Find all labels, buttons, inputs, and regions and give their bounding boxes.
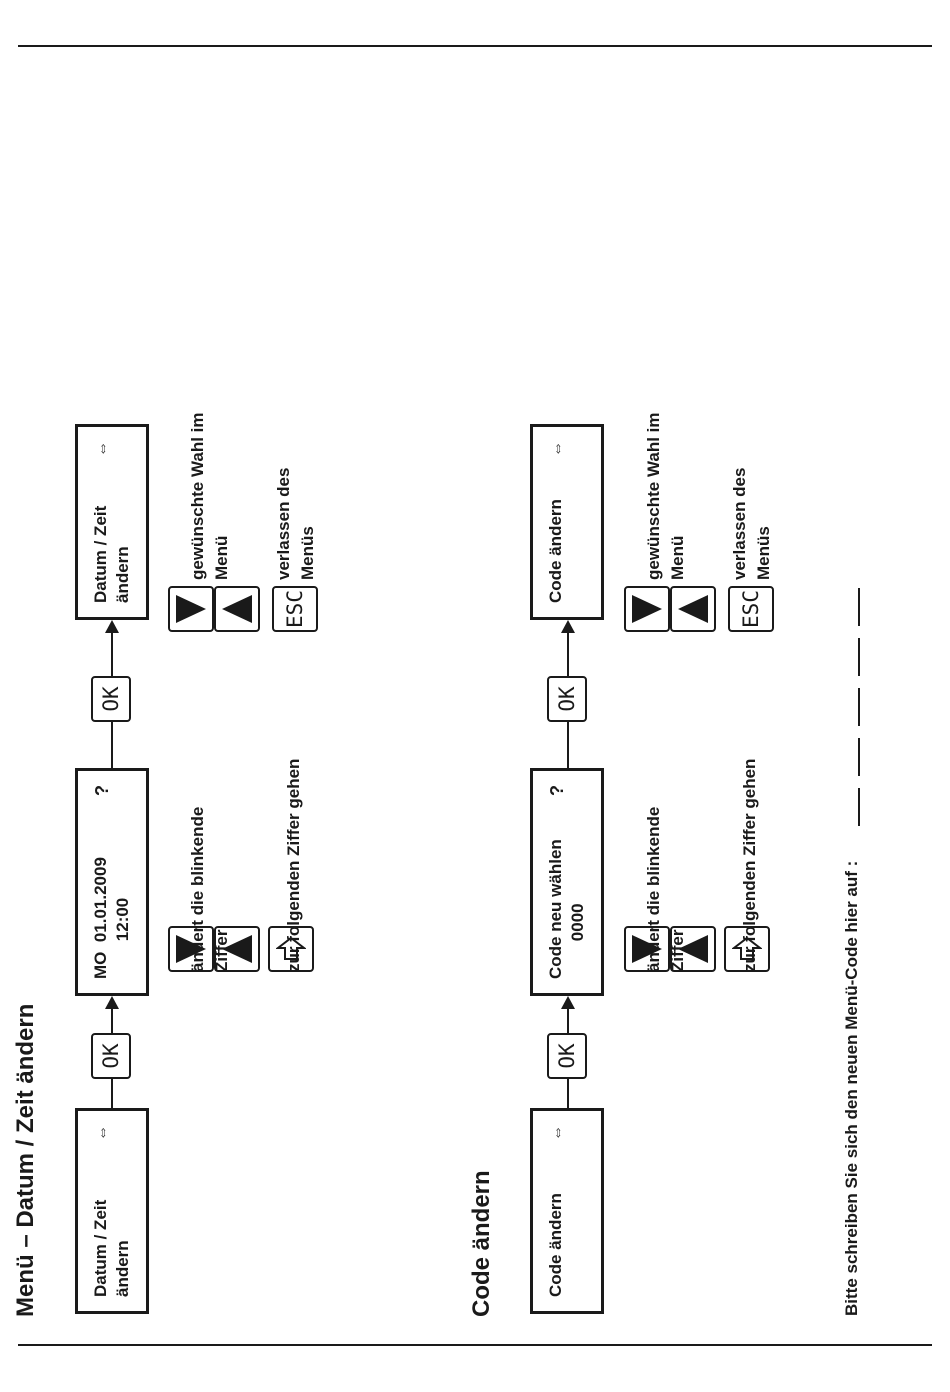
arrow-up-key[interactable] xyxy=(214,926,260,972)
triangle-up-icon xyxy=(678,935,708,963)
code-blank xyxy=(858,588,860,626)
triangle-up-icon xyxy=(222,595,252,623)
shift-key[interactable] xyxy=(724,926,770,972)
bottom-rule xyxy=(18,1344,932,1346)
lcd-display-datum-zeit-start: Datum / Zeit ändern ⇔ xyxy=(75,1108,149,1314)
outline-arrow-right-icon xyxy=(276,936,306,960)
lcd-line-2: 0000 xyxy=(568,903,587,979)
section-heading-datum-zeit: Menü – Datum / Zeit ändern xyxy=(12,1003,39,1317)
code-blank xyxy=(858,688,860,726)
ok-button[interactable]: OK xyxy=(91,676,131,722)
note-next-digit: zur folgenden Ziffer gehen xyxy=(284,758,303,972)
shift-key[interactable] xyxy=(268,926,314,972)
esc-key[interactable]: ESC xyxy=(272,586,318,632)
lcd-display-datum-zeit-end: Datum / Zeit ändern ⇔ xyxy=(75,424,149,620)
arrow-down-key[interactable] xyxy=(168,586,214,632)
triangle-down-icon xyxy=(176,595,206,623)
lcd-line-1: Datum / Zeit xyxy=(91,1199,110,1297)
top-rule xyxy=(18,45,932,47)
lcd-display-datum-zeit-edit: MO 01.01.2009 12:00 ? xyxy=(75,768,149,996)
lcd-display-code-edit: Code neu wählen 0000 ? xyxy=(530,768,604,996)
triangle-down-icon xyxy=(632,595,662,623)
note-change-digit: ändert die blinkende Ziffer xyxy=(644,806,687,972)
esc-key[interactable]: ESC xyxy=(728,586,774,632)
outline-arrow-right-icon xyxy=(732,936,762,960)
up-down-arrows-icon: ⇔ xyxy=(549,441,566,457)
code-blank xyxy=(858,638,860,676)
lcd-line-1: Code ändern xyxy=(546,1193,565,1297)
up-down-arrows-icon: ⇔ xyxy=(94,441,111,457)
ok-button[interactable]: OK xyxy=(91,1033,131,1079)
note-leave-menu: verlassen des Menüs xyxy=(274,467,317,580)
arrow-down-key[interactable] xyxy=(624,926,670,972)
ok-button[interactable]: OK xyxy=(547,676,587,722)
lcd-line-1: Datum / Zeit xyxy=(91,505,110,603)
lcd-line-2: ändern xyxy=(113,1240,132,1297)
note-change-digit: ändert die blinkende Ziffer xyxy=(188,806,231,972)
triangle-down-icon xyxy=(632,935,662,963)
lcd-line-1: Code neu wählen xyxy=(546,839,565,979)
note-select-menu: gewünschte Wahl im Menü xyxy=(188,412,231,580)
note-select-menu: gewünschte Wahl im Menü xyxy=(644,412,687,580)
arrow-up-key[interactable] xyxy=(670,586,716,632)
arrow-right-icon xyxy=(561,620,575,633)
lcd-line-1: Code ändern xyxy=(546,499,565,603)
code-blank xyxy=(858,738,860,776)
triangle-down-icon xyxy=(176,935,206,963)
triangle-up-icon xyxy=(222,935,252,963)
lcd-display-code-start: Code ändern ⇔ xyxy=(530,1108,604,1314)
up-down-arrows-icon: ⇔ xyxy=(549,1125,566,1141)
arrow-right-icon xyxy=(105,620,119,633)
lcd-display-code-end: Code ändern ⇔ xyxy=(530,424,604,620)
question-mark-icon: ? xyxy=(92,785,112,796)
triangle-up-icon xyxy=(678,595,708,623)
up-down-arrows-icon: ⇔ xyxy=(94,1125,111,1141)
lcd-line-2: ändern xyxy=(113,546,132,603)
arrow-right-icon xyxy=(561,996,575,1009)
arrow-up-key[interactable] xyxy=(214,586,260,632)
lcd-line-1: MO 01.01.2009 xyxy=(91,857,110,979)
section-heading-code-aendern: Code ändern xyxy=(468,1170,495,1317)
arrow-up-key[interactable] xyxy=(670,926,716,972)
note-next-digit: zur folgenden Ziffer gehen xyxy=(740,758,759,972)
arrow-right-icon xyxy=(105,996,119,1009)
arrow-down-key[interactable] xyxy=(624,586,670,632)
question-mark-icon: ? xyxy=(547,785,567,796)
note-leave-menu: verlassen des Menüs xyxy=(730,467,773,580)
ok-button[interactable]: OK xyxy=(547,1033,587,1079)
lcd-line-2: 12:00 xyxy=(113,897,132,979)
arrow-down-key[interactable] xyxy=(168,926,214,972)
footer-note: Bitte schreiben Sie sich den neuen Menü-… xyxy=(842,860,861,1316)
code-blank xyxy=(858,788,860,826)
